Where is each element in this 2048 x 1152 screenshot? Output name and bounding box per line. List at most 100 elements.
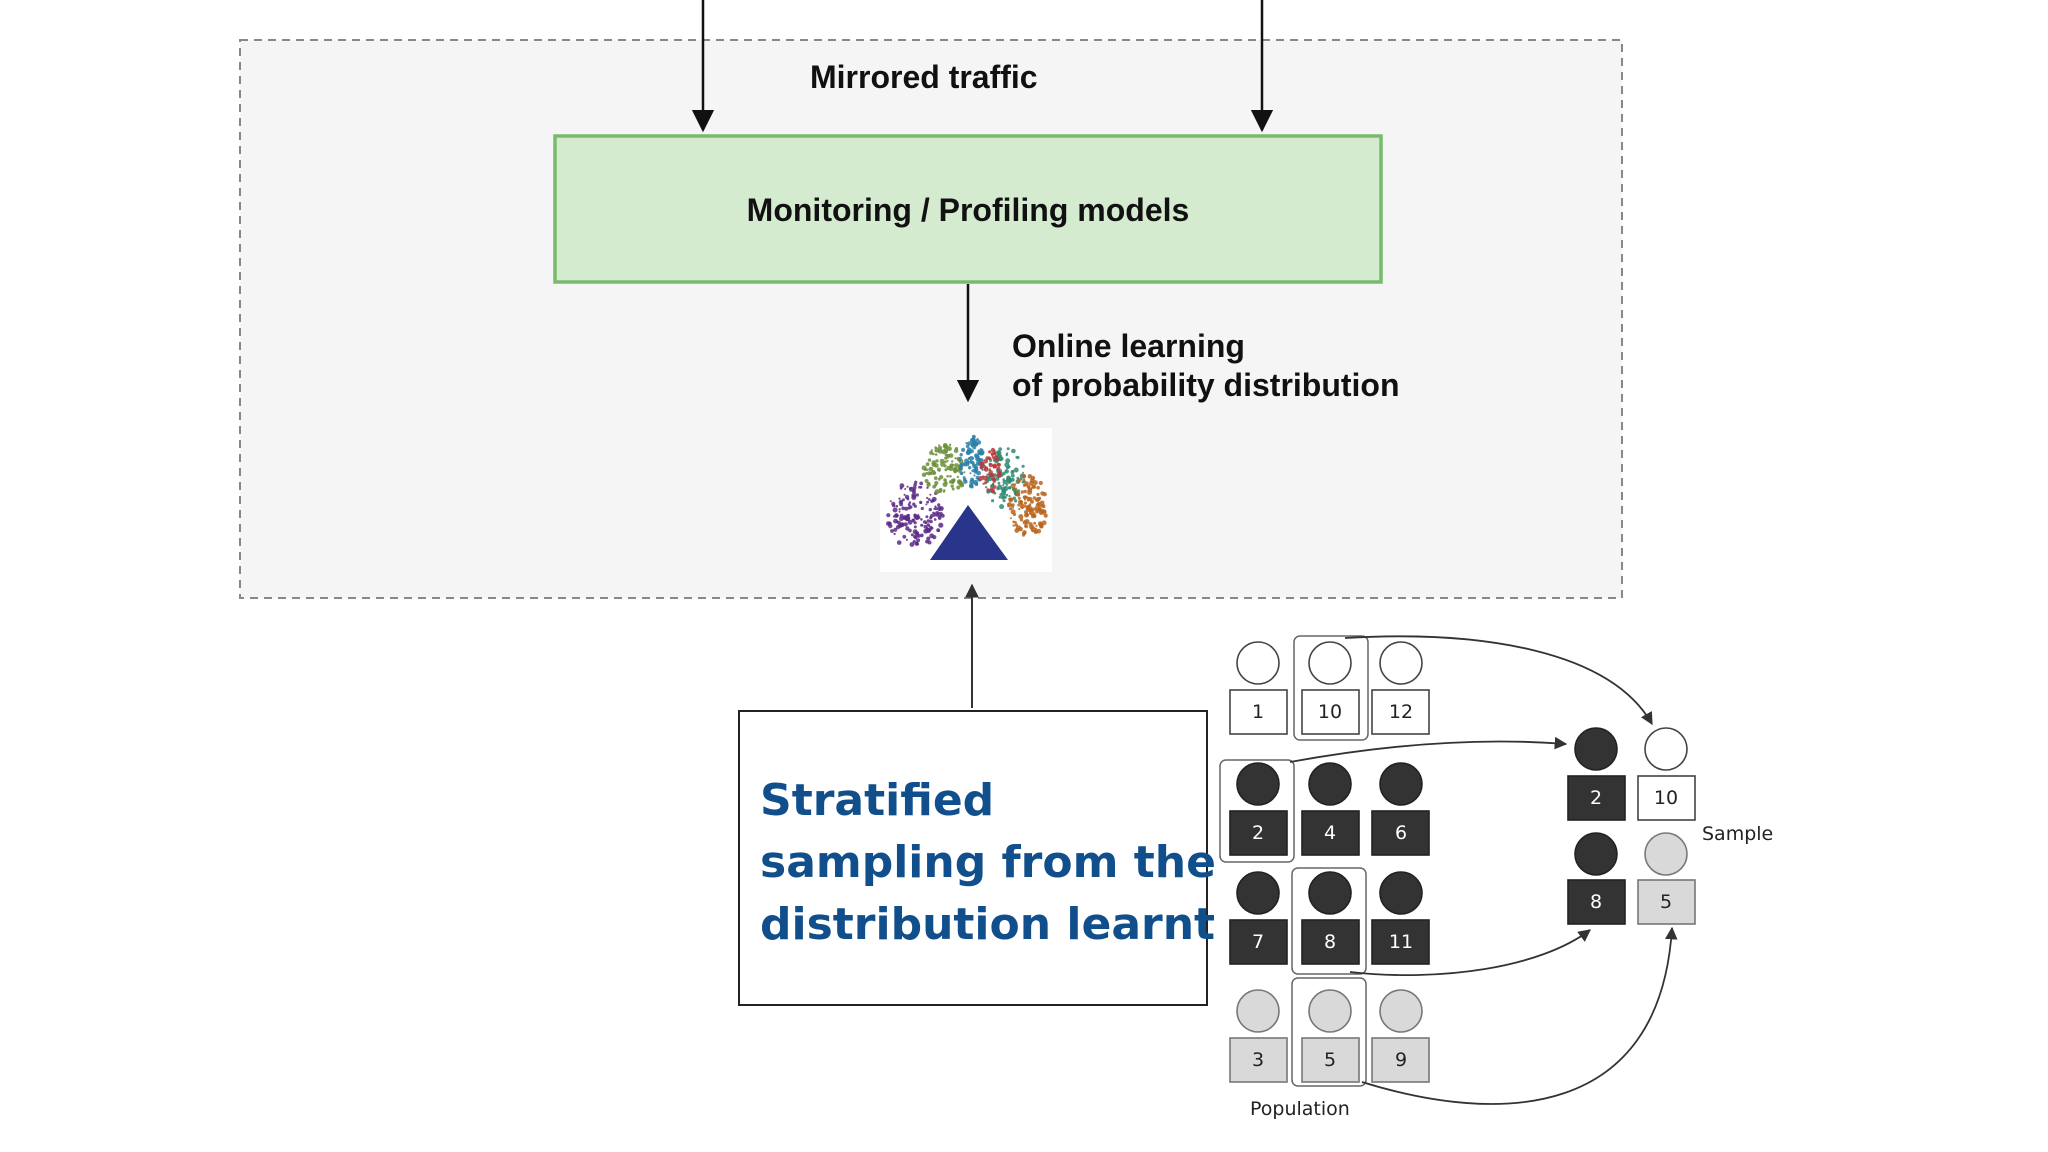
scatter-dot	[930, 527, 933, 530]
scatter-dot	[951, 487, 955, 491]
scatter-dot	[1006, 447, 1010, 451]
scatter-dot	[898, 497, 901, 500]
scatter-dot	[978, 475, 984, 481]
scatter-dot	[1037, 508, 1041, 512]
scatter-dot	[992, 482, 995, 486]
scatter-dot	[919, 533, 924, 538]
scatter-dot	[1001, 496, 1005, 500]
scatter-dot	[961, 447, 966, 452]
scatter-dot	[996, 487, 1000, 491]
scatter-dot	[1041, 520, 1047, 526]
scatter-dot	[908, 501, 912, 504]
scatter-dot	[1031, 529, 1034, 533]
scatter-dot	[967, 441, 972, 446]
scatter-dot	[971, 469, 975, 473]
scatter-dot	[929, 514, 934, 518]
scatter-dot	[1025, 507, 1029, 511]
sample-square	[1567, 879, 1626, 925]
population-id: 10	[1318, 701, 1342, 723]
sample-id: 5	[1660, 891, 1672, 913]
scatter-dot	[889, 500, 892, 503]
scatter-dot	[970, 439, 974, 443]
scatter-dot	[1014, 521, 1017, 524]
scatter-dot	[968, 466, 972, 470]
population-id: 11	[1389, 931, 1413, 953]
stratified-text-line3: distribution learnt	[760, 899, 1216, 950]
scatter-dot	[931, 496, 937, 502]
scatter-dot	[950, 478, 955, 483]
scatter-dot	[903, 493, 906, 496]
scatter-dot	[1022, 478, 1026, 482]
scatter-dot	[932, 470, 935, 473]
scatter-dot	[921, 465, 927, 471]
scatter-dot	[949, 463, 954, 468]
scatter-dot	[972, 436, 976, 439]
scatter-dot	[992, 479, 997, 483]
scatter-dot	[926, 536, 931, 541]
scatter-cone	[930, 505, 1008, 560]
scatter-dot	[982, 465, 987, 469]
scatter-dot	[988, 450, 992, 454]
scatter-dot	[1036, 528, 1042, 534]
scatter-dot	[988, 463, 993, 468]
scatter-dot	[1002, 499, 1006, 503]
scatter-dot	[969, 472, 972, 475]
scatter-dot	[1023, 501, 1027, 505]
scatter-dot	[943, 460, 947, 464]
scatter-dot	[1018, 508, 1021, 511]
scatter-dot	[998, 447, 1003, 451]
scatter-dot	[929, 533, 935, 539]
scatter-dot	[932, 513, 937, 517]
model-box-label: Monitoring / Profiling models	[747, 192, 1190, 228]
scatter-dot	[954, 457, 957, 460]
scatter-dot	[929, 493, 932, 496]
scatter-dot	[910, 533, 914, 537]
scatter-dot	[937, 503, 941, 507]
scatter-dot	[1013, 467, 1019, 473]
scatter-dot	[917, 514, 920, 516]
scatter-dot	[914, 480, 918, 484]
scatter-dot	[1022, 471, 1025, 474]
group-outline	[1291, 977, 1367, 1087]
scatter-dot	[973, 479, 979, 485]
scatter-dot	[1010, 517, 1012, 520]
scatter-dot	[1011, 506, 1014, 509]
scatter-dot	[1020, 490, 1024, 494]
scatter-dot	[1008, 498, 1010, 500]
scatter-dot	[897, 523, 903, 529]
scatter-dot	[1003, 486, 1006, 489]
scatter-dot	[907, 519, 913, 525]
scatter-dot	[1037, 501, 1041, 506]
population-square	[1229, 919, 1288, 965]
scatter-dot	[1023, 480, 1027, 484]
scatter-dot	[901, 498, 905, 502]
population-id: 8	[1324, 931, 1336, 953]
sample-square	[1567, 775, 1626, 821]
scatter-dot	[994, 458, 997, 461]
population-circle	[1379, 871, 1423, 915]
scatter-dot	[929, 519, 933, 524]
population-square	[1301, 919, 1360, 965]
scatter-dot	[899, 516, 904, 521]
scatter-dot	[944, 444, 949, 449]
population-id: 5	[1324, 1049, 1336, 1071]
online-learning-label-line1: Online learning	[1012, 328, 1245, 364]
scatter-dot	[934, 489, 940, 495]
scatter-dot	[991, 499, 995, 503]
scatter-dot	[920, 506, 924, 511]
group-outline	[1293, 635, 1369, 741]
scatter-dot	[1004, 462, 1010, 468]
distribution-scatter-icon	[880, 428, 1052, 572]
scatter-dot	[944, 453, 948, 457]
scatter-dot	[990, 487, 994, 491]
scatter-dot	[912, 529, 918, 535]
scatter-dot	[905, 538, 909, 541]
scatter-dot	[1005, 458, 1011, 464]
scatter-dot	[965, 444, 970, 449]
scatter-dot	[938, 487, 943, 492]
scatter-dot	[925, 539, 929, 544]
scatter-dot	[991, 456, 995, 459]
scatter-dot	[916, 538, 921, 543]
scatter-dot	[959, 471, 964, 476]
scatter-dot	[1007, 503, 1010, 506]
